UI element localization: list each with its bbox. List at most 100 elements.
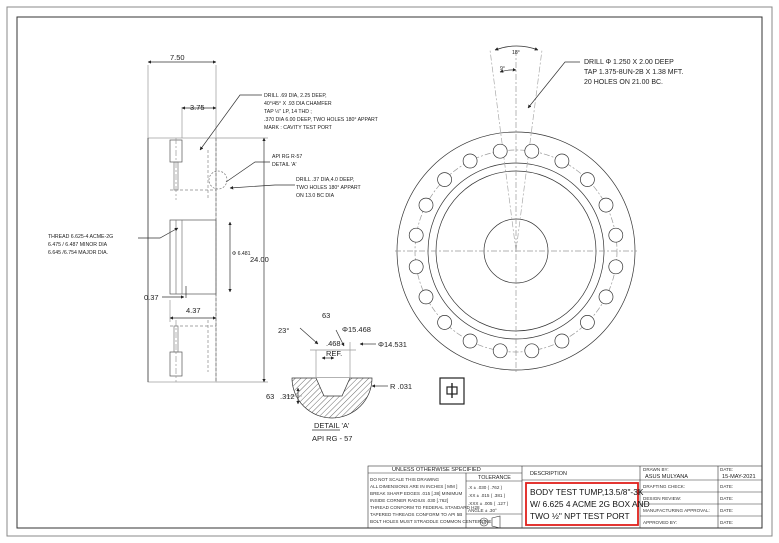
svg-text:MARK : CAVITY TEST PORT: MARK : CAVITY TEST PORT bbox=[264, 125, 333, 131]
unless-specified: UNLESS OTHERWISE SPECIFIED bbox=[392, 467, 481, 473]
svg-text:.XXX ± .005 ( .127 ): .XXX ± .005 ( .127 ) bbox=[468, 501, 509, 506]
bolt-hole bbox=[580, 172, 595, 187]
bolt-hole bbox=[437, 315, 452, 330]
svg-text:BREAK SHARP EDGES .015 [.38] M: BREAK SHARP EDGES .015 [.38] MINIMUM bbox=[370, 491, 463, 496]
angle-9: 9° bbox=[500, 66, 505, 72]
svg-text:TWO HOLES 180° APPART: TWO HOLES 180° APPART bbox=[296, 185, 362, 191]
svg-text:40°/45° X .93 DIA CHAMFER: 40°/45° X .93 DIA CHAMFER bbox=[264, 101, 332, 107]
svg-text:TAP ½" LP, 14 THD ;: TAP ½" LP, 14 THD ; bbox=[264, 108, 312, 115]
projection-symbol bbox=[439, 377, 465, 405]
top-view bbox=[395, 45, 637, 372]
svg-text:THREAD CONFORM TO FEDERAL STAN: THREAD CONFORM TO FEDERAL STANDARD H28 bbox=[370, 505, 480, 510]
svg-text:ON 13.0 BC DIA: ON 13.0 BC DIA bbox=[296, 193, 335, 199]
detail-a bbox=[286, 327, 388, 431]
svg-text:DRILL Φ 1.250 X 2.00 DEEP: DRILL Φ 1.250 X 2.00 DEEP bbox=[584, 59, 674, 66]
bolt-hole bbox=[608, 259, 624, 275]
drawn-by-name: ASUS MULYANA bbox=[645, 474, 688, 480]
angle-18: 18° bbox=[512, 50, 520, 56]
description-head: DESCRIPTION bbox=[530, 471, 567, 477]
svg-text:BODY TEST TUMP,13.5/8"-3K: BODY TEST TUMP,13.5/8"-3K bbox=[530, 487, 644, 497]
part-description: BODY TEST TUMP,13.5/8"-3K W/ 6.625 4 ACM… bbox=[530, 487, 650, 521]
dim-24-00: 24.00 bbox=[250, 255, 269, 264]
inner-frame bbox=[16, 16, 763, 529]
note-thread: THREAD 6.625-4 ACME-2G 6.475 / 6.487 MIN… bbox=[48, 234, 113, 256]
bolt-hole bbox=[554, 333, 570, 349]
dim-phi-6-481: Φ 6.481 bbox=[232, 251, 251, 257]
side-view-labels: 7.50 3.75 24.00 Φ 6.481 0.37 4.37 DRILL … bbox=[48, 53, 379, 315]
dim-0-37: 0.37 bbox=[144, 293, 159, 302]
svg-text:TWO ½" NPT TEST PORT: TWO ½" NPT TEST PORT bbox=[530, 511, 630, 521]
svg-text:6.645 /6.754 MAJOR DIA.: 6.645 /6.754 MAJOR DIA. bbox=[48, 250, 108, 256]
svg-text:DRAFTING CHECK:: DRAFTING CHECK: bbox=[643, 484, 685, 489]
drawn-by-label: DRAWN BY: bbox=[643, 467, 669, 472]
detail-a-labels: 23° 63 Φ15.468 .468 REF. Φ14.531 R .031 … bbox=[266, 311, 412, 443]
bolt-hole bbox=[524, 143, 540, 159]
note-drill-holes: DRILL Φ 1.250 X 2.00 DEEP TAP 1.375-8UN-… bbox=[584, 59, 683, 86]
svg-text:DATE:: DATE: bbox=[720, 508, 733, 513]
date-label: DATE: bbox=[720, 467, 733, 472]
bolt-hole bbox=[524, 343, 540, 359]
detail-a-sub: API RG - 57 bbox=[312, 434, 352, 443]
title-block bbox=[367, 465, 763, 529]
detail-r-031: R .031 bbox=[390, 382, 412, 391]
bolt-hole bbox=[408, 227, 424, 243]
svg-text:DRILL .69 DIA, 2.25 DEEP,: DRILL .69 DIA, 2.25 DEEP, bbox=[264, 93, 327, 99]
bolt-hole bbox=[462, 333, 478, 349]
note-drill-top: DRILL .69 DIA, 2.25 DEEP, 40°/45° X .93 … bbox=[264, 93, 379, 131]
bolt-hole bbox=[598, 197, 614, 213]
bolt-hole bbox=[598, 289, 614, 305]
drawing-notes: DO NOT SCALE THIS DRAWING ALL DIMENSIONS… bbox=[370, 477, 492, 524]
svg-text:API RG R-57: API RG R-57 bbox=[272, 154, 302, 160]
svg-text:MANUFACTURING APPROVAL:: MANUFACTURING APPROVAL: bbox=[643, 508, 710, 513]
detail-63-side: 63 bbox=[266, 392, 274, 401]
bolt-hole bbox=[554, 153, 570, 169]
bolt-hole bbox=[492, 343, 508, 359]
detail-312: .312 bbox=[280, 392, 295, 401]
svg-text:DETAIL 'A': DETAIL 'A' bbox=[272, 162, 296, 168]
bolt-hole bbox=[418, 197, 434, 213]
svg-text:.XX ± .015 ( .381 ): .XX ± .015 ( .381 ) bbox=[468, 493, 506, 498]
detail-468: .468 bbox=[326, 339, 341, 348]
svg-text:6.475 / 6.487 MINOR DIA: 6.475 / 6.487 MINOR DIA bbox=[48, 242, 108, 248]
svg-text:APPROVED BY:: APPROVED BY: bbox=[643, 520, 677, 525]
svg-text:TAP 1.375-8UN-2B X 1.38 MFT.: TAP 1.375-8UN-2B X 1.38 MFT. bbox=[584, 69, 683, 76]
svg-text:W/ 6.625 4 ACME 2G BOX AND: W/ 6.625 4 ACME 2G BOX AND bbox=[530, 499, 650, 509]
bolt-hole bbox=[580, 315, 595, 330]
bolt-hole bbox=[492, 143, 508, 159]
detail-a-circle bbox=[208, 170, 228, 190]
title-block-text: UNLESS OTHERWISE SPECIFIED DO NOT SCALE … bbox=[370, 467, 756, 525]
svg-text:.X ± .030 ( .762 ): .X ± .030 ( .762 ) bbox=[468, 485, 503, 490]
note-api-rg: API RG R-57 DETAIL 'A' bbox=[272, 154, 302, 168]
bolt-hole bbox=[462, 153, 478, 169]
tolerance-head: TOLERANCE bbox=[478, 475, 511, 481]
detail-63-top: 63 bbox=[322, 311, 330, 320]
svg-text:.370 DIA 6.00 DEEP, TWO HOLES: .370 DIA 6.00 DEEP, TWO HOLES 180° APPAR… bbox=[264, 117, 379, 123]
svg-text:THREAD 6.625-4 ACME-2G: THREAD 6.625-4 ACME-2G bbox=[48, 234, 113, 240]
svg-text:20 HOLES ON 21.00 BC.: 20 HOLES ON 21.00 BC. bbox=[584, 79, 663, 86]
bolt-hole bbox=[408, 259, 424, 275]
side-view bbox=[138, 60, 295, 383]
outer-frame bbox=[6, 6, 773, 537]
bolt-hole bbox=[608, 227, 624, 243]
detail-phi-14-531: Φ14.531 bbox=[378, 340, 407, 349]
bolt-hole bbox=[437, 172, 452, 187]
svg-text:DO NOT SCALE THIS DRAWING: DO NOT SCALE THIS DRAWING bbox=[370, 477, 440, 482]
detail-a-label: DETAIL 'A' bbox=[314, 421, 350, 430]
date-value: 15-MAY-2021 bbox=[722, 474, 756, 480]
dim-7-50: 7.50 bbox=[170, 53, 185, 62]
note-drill-37: DRILL .37 DIA,4.0 DEEP, TWO HOLES 180° A… bbox=[296, 177, 362, 199]
svg-text:INSIDE CORNER RADIUS .030 [.76: INSIDE CORNER RADIUS .030 [.762] bbox=[370, 498, 448, 503]
svg-text:DESIGN REVIEW:: DESIGN REVIEW: bbox=[643, 496, 681, 501]
detail-phi-15-468: Φ15.468 bbox=[342, 325, 371, 334]
description-highlight-box bbox=[525, 482, 639, 526]
detail-angle-23: 23° bbox=[278, 326, 289, 335]
svg-text:DATE:: DATE: bbox=[720, 496, 733, 501]
svg-text:DATE:: DATE: bbox=[720, 520, 733, 525]
detail-ref: REF. bbox=[326, 349, 342, 358]
bolt-holes bbox=[408, 143, 624, 359]
bolt-hole bbox=[418, 289, 434, 305]
tolerance-values: .X ± .030 ( .762 ) .XX ± .015 ( .381 ) .… bbox=[468, 485, 509, 513]
svg-text:TAPERED THREADS CONFORM TO API: TAPERED THREADS CONFORM TO API 5B bbox=[370, 512, 462, 517]
